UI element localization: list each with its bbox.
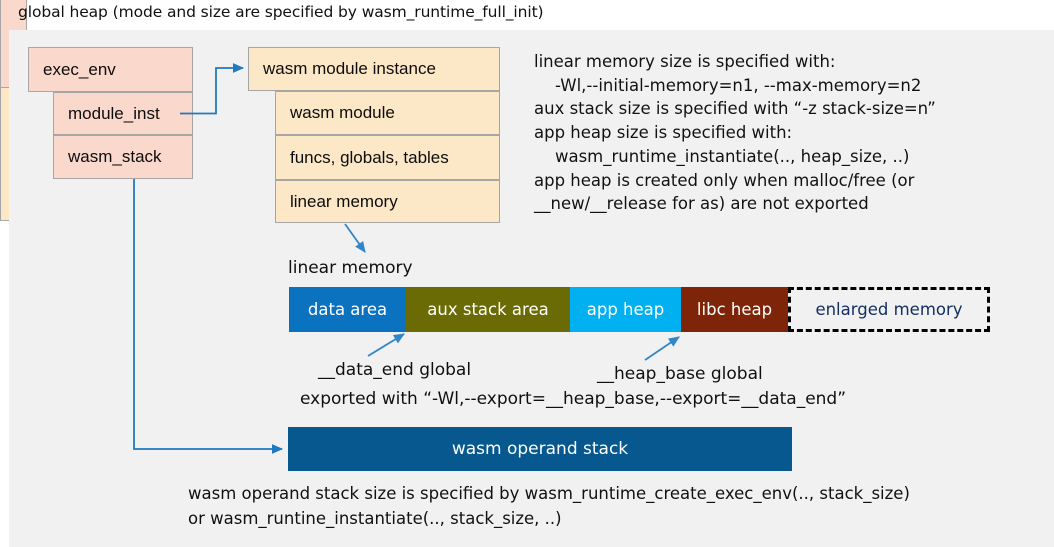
wasm-operand-stack-box: wasm operand stack xyxy=(288,427,792,471)
memory-segment-label: data area xyxy=(307,300,388,319)
annotation-exported-with: exported with “-Wl,--export=__heap_base,… xyxy=(300,389,847,409)
memory-segment-label: enlarged memory xyxy=(815,300,963,319)
wasm-module-instance-box: wasm module instance xyxy=(248,47,500,91)
wasm-operand-stack-label: wasm operand stack xyxy=(451,439,629,459)
memory-segment-aux-stack-area: aux stack area xyxy=(406,287,570,332)
annotation-data-end: __data_end global xyxy=(318,360,472,380)
wasm-stack-label: wasm_stack xyxy=(68,147,162,166)
linear-memory-bar: data area aux stack area app heap libc heap… xyxy=(289,287,990,332)
exec-env-box: exec_env xyxy=(28,47,193,92)
annotation-heap-base: __heap_base global xyxy=(597,364,763,384)
wasm-module-instance-title: wasm module instance xyxy=(263,59,436,78)
linear-memory-label: linear memory xyxy=(290,191,398,211)
memory-segment-enlarged-memory: enlarged memory xyxy=(788,287,990,332)
exec-env-title: exec_env xyxy=(43,59,116,79)
operand-stack-note: wasm operand stack size is specified by … xyxy=(188,484,910,528)
exec-env-field-wasm-stack: wasm_stack xyxy=(53,135,193,179)
module-field-wasm-module: wasm module xyxy=(275,91,500,135)
memory-segment-label: libc heap xyxy=(696,300,773,319)
linear-memory-info-text: linear memory size is specified with: -W… xyxy=(534,52,936,214)
module-inst-label: module_inst xyxy=(68,103,160,123)
memory-segment-app-heap: app heap xyxy=(570,287,681,332)
wasm-module-label: wasm module xyxy=(290,103,395,122)
module-field-linear-memory: linear memory xyxy=(275,180,500,223)
memory-segment-libc-heap: libc heap xyxy=(681,287,788,332)
funcs-globals-tables-label: funcs, globals, tables xyxy=(290,147,449,167)
memory-segment-label: app heap xyxy=(586,300,665,319)
memory-segment-data-area: data area xyxy=(289,287,406,332)
linear-memory-bar-caption: linear memory xyxy=(288,258,413,278)
page-title: global heap (mode and size are specified… xyxy=(18,3,544,21)
exec-env-field-module-inst: module_inst xyxy=(53,92,193,135)
module-field-funcs-globals-tables: funcs, globals, tables xyxy=(275,135,500,180)
memory-segment-label: aux stack area xyxy=(427,300,549,319)
